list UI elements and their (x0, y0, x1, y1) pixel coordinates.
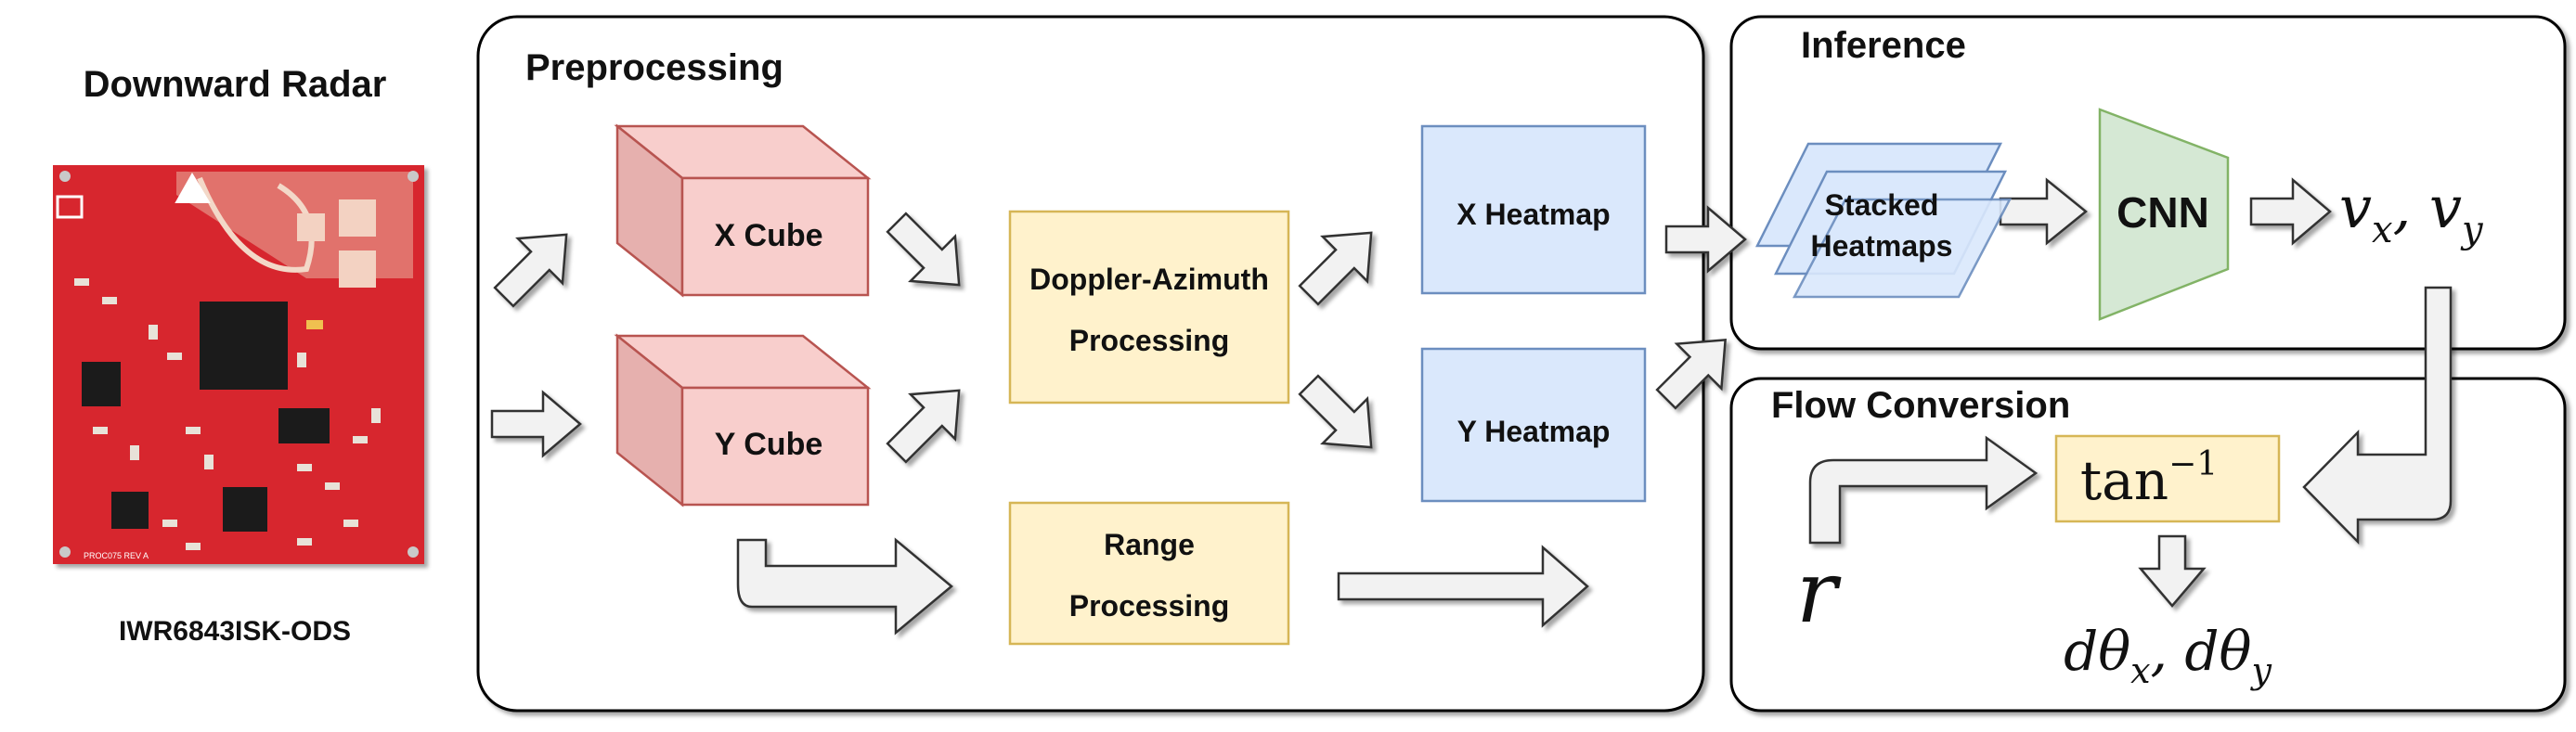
radar-title: Downward Radar (84, 64, 387, 105)
arrow-doppler-yheatmap (1298, 374, 1373, 449)
arrow-in-y-cube (490, 390, 582, 458)
dtheta-x-sub: x (2130, 650, 2150, 691)
tan-label: tan−1 (2080, 445, 2218, 512)
y-cube-label: Y Cube (715, 427, 823, 462)
arrow-cnn-velocity (2249, 177, 2332, 246)
arrow-xcube-doppler (886, 212, 961, 287)
board-silkscreen: PROC075 REV A (84, 551, 149, 560)
range-processing-box: Range Processing (1008, 501, 1290, 646)
vy-symbol: v (2429, 173, 2462, 241)
y-cube: Y Cube (614, 333, 872, 507)
vx-subscript: x (2372, 209, 2393, 251)
radar-model-label: IWR6843ISK-ODS (119, 616, 351, 647)
range-line1: Range (1104, 528, 1195, 561)
radar-board-image: PROC075 REV A (53, 165, 424, 564)
dtheta-y: dθ (2184, 620, 2251, 683)
r-symbol: r (1796, 543, 1842, 642)
angle-output: dθx, dθy (2064, 620, 2272, 691)
arrow-doppler-xheatmap (1298, 231, 1373, 306)
arrow-stacked-cnn (1999, 177, 2088, 246)
arrow-xheatmap-inference (1664, 205, 1747, 274)
doppler-azimuth-box: Doppler-Azimuth Processing (1008, 210, 1290, 405)
vx-symbol: v (2339, 173, 2372, 241)
arrow-in-x-cube (493, 233, 568, 308)
flow-arrows (490, 177, 2453, 636)
arrow-cube-range (736, 537, 953, 636)
velocity-separator: , (2393, 173, 2429, 241)
tan-base: tan (2080, 449, 2168, 512)
radar-section: Downward Radar (53, 64, 424, 647)
arrow-r-tan (1808, 435, 2039, 545)
vy-subscript: y (2460, 209, 2484, 251)
y-heatmap-label: Y Heatmap (1457, 415, 1611, 448)
stacked-line2: Heatmaps (1811, 229, 1953, 263)
stacked-heatmaps: Stacked Heatmaps (1754, 142, 2013, 299)
cnn-label: CNN (2116, 188, 2209, 237)
arrow-ycube-doppler (886, 389, 961, 464)
velocity-output: vx, vy (2339, 173, 2484, 251)
x-cube: X Cube (614, 123, 872, 298)
y-heatmap-box: Y Heatmap (1420, 347, 1647, 503)
x-cube-label: X Cube (714, 218, 822, 253)
arrow-yheatmap-inference (1655, 338, 1728, 410)
cnn-block: CNN (2098, 108, 2230, 321)
tan-exponent: −1 (2168, 445, 2218, 483)
tan-inverse-box: tan−1 (2054, 434, 2281, 523)
arrow-tan-output (2138, 534, 2207, 608)
angle-separator: , (2151, 620, 2185, 683)
doppler-line1: Doppler-Azimuth (1029, 263, 1269, 296)
dtheta-y-sub: y (2249, 650, 2272, 691)
inference-title: Inference (1801, 25, 1966, 66)
doppler-line2: Processing (1069, 324, 1230, 357)
arrow-range-r (1337, 545, 1589, 628)
arrow-velocity-tan (2302, 286, 2453, 546)
range-line2: Processing (1069, 589, 1230, 623)
preprocessing-title: Preprocessing (525, 47, 783, 88)
flow-conversion-title: Flow Conversion (1771, 385, 2070, 426)
dtheta-x: dθ (2064, 620, 2130, 683)
stacked-line1: Stacked (1825, 188, 1939, 222)
x-heatmap-label: X Heatmap (1456, 198, 1610, 231)
x-heatmap-box: X Heatmap (1420, 124, 1647, 295)
